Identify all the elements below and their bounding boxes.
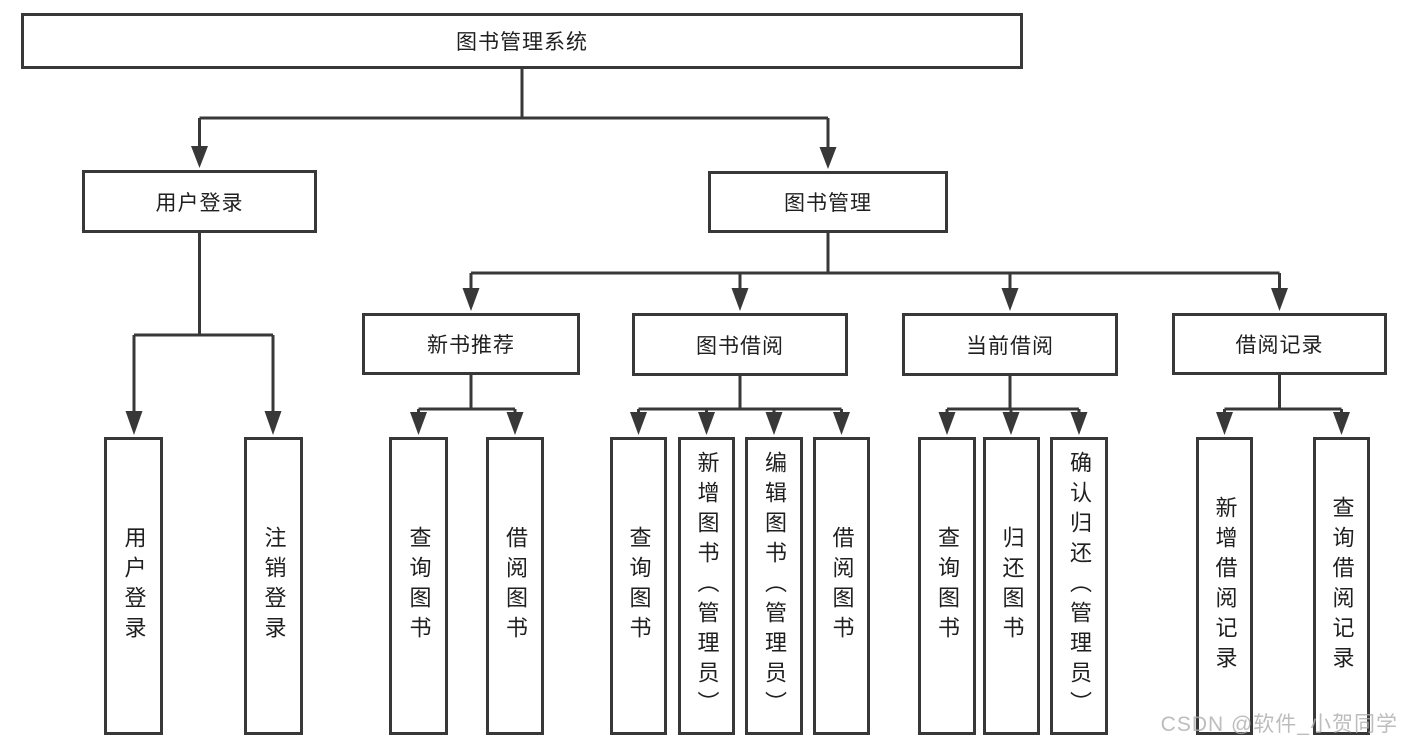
leaf-query-borrow-record: 查询借阅记录 bbox=[1313, 437, 1370, 735]
node-current-borrow: 当前借阅 bbox=[902, 313, 1118, 376]
connector-strokes bbox=[132, 69, 1343, 414]
leaf-label: 借阅图书 bbox=[503, 526, 528, 646]
leaf-query-books-current: 查询图书 bbox=[918, 437, 976, 735]
node-user-login: 用户登录 bbox=[82, 170, 317, 233]
leaf-borrow-books: 借阅图书 bbox=[813, 437, 870, 735]
leaf-logout: 注销登录 bbox=[244, 437, 303, 735]
leaf-label: 归还图书 bbox=[999, 526, 1025, 646]
leaf-label: 查询图书 bbox=[406, 526, 432, 646]
leaf-label: 查询借阅记录 bbox=[1329, 496, 1355, 676]
leaf-confirm-return-admin: 确认归还（管理员） bbox=[1050, 437, 1108, 735]
leaf-borrow-books-newrec: 借阅图书 bbox=[486, 437, 544, 735]
leaf-return-books: 归还图书 bbox=[983, 437, 1040, 735]
leaf-label: 新增图书（管理员） bbox=[694, 451, 720, 721]
leaf-query-books-borrow: 查询图书 bbox=[610, 437, 667, 735]
leaf-label: 用户登录 bbox=[121, 526, 147, 646]
leaf-label: 查询图书 bbox=[626, 526, 652, 646]
csdn-watermark: CSDN @软件_小贺同学 bbox=[1160, 713, 1398, 736]
node-new-book-recommend: 新书推荐 bbox=[362, 313, 580, 375]
leaf-label: 编辑图书（管理员） bbox=[762, 451, 787, 721]
leaf-label: 查询图书 bbox=[935, 526, 960, 646]
leaf-edit-books-admin: 编辑图书（管理员） bbox=[745, 437, 803, 735]
leaf-add-books-admin: 新增图书（管理员） bbox=[678, 437, 735, 735]
leaf-label: 借阅图书 bbox=[829, 526, 855, 646]
node-library-management-system: 图书管理系统 bbox=[21, 13, 1023, 69]
leaf-query-books-newrec: 查询图书 bbox=[389, 437, 448, 735]
node-book-management: 图书管理 bbox=[708, 171, 948, 233]
leaf-add-borrow-record: 新增借阅记录 bbox=[1196, 437, 1253, 735]
node-borrow-records: 借阅记录 bbox=[1172, 313, 1387, 375]
leaf-label: 注销登录 bbox=[261, 526, 287, 646]
arrowheads bbox=[125, 146, 1350, 435]
leaf-label: 确认归还（管理员） bbox=[1067, 451, 1092, 721]
leaf-user-login: 用户登录 bbox=[104, 437, 163, 735]
leaf-label: 新增借阅记录 bbox=[1212, 496, 1238, 676]
node-book-borrow: 图书借阅 bbox=[632, 313, 848, 376]
